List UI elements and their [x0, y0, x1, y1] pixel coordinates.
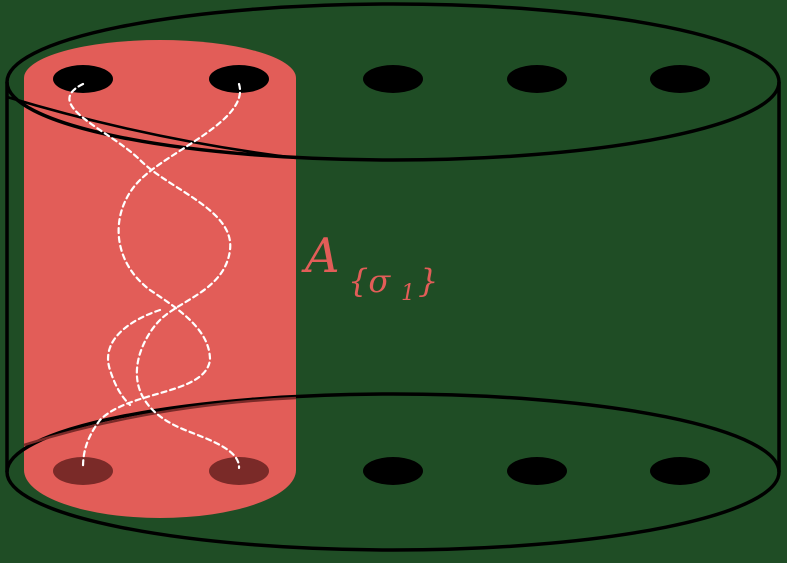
bottom-puncture-2 — [209, 457, 269, 485]
top-punctures — [53, 65, 710, 93]
strand-1 — [68, 82, 241, 470]
bottom-puncture-3 — [363, 457, 423, 485]
top-rim-front-over-tube — [6, 95, 297, 160]
top-puncture-4 — [507, 65, 567, 93]
tube-label: A {σ 1 } — [301, 228, 438, 306]
braid-strands — [68, 82, 242, 470]
label-subscript: {σ — [348, 262, 391, 300]
strand-2 — [81, 82, 242, 470]
top-puncture-2 — [209, 65, 269, 93]
tube-body — [24, 40, 296, 518]
bottom-punctures — [53, 457, 710, 485]
bottom-puncture-1 — [53, 457, 113, 485]
label-sub-index: 1 — [401, 281, 415, 306]
top-puncture-5 — [650, 65, 710, 93]
top-puncture-1 — [53, 65, 113, 93]
tube-a-sigma1 — [24, 40, 296, 518]
bottom-puncture-5 — [650, 457, 710, 485]
bottom-puncture-4 — [507, 457, 567, 485]
label-main: A — [301, 228, 340, 284]
label-close: } — [418, 262, 438, 300]
top-puncture-3 — [363, 65, 423, 93]
outer-cylinder — [5, 2, 781, 552]
